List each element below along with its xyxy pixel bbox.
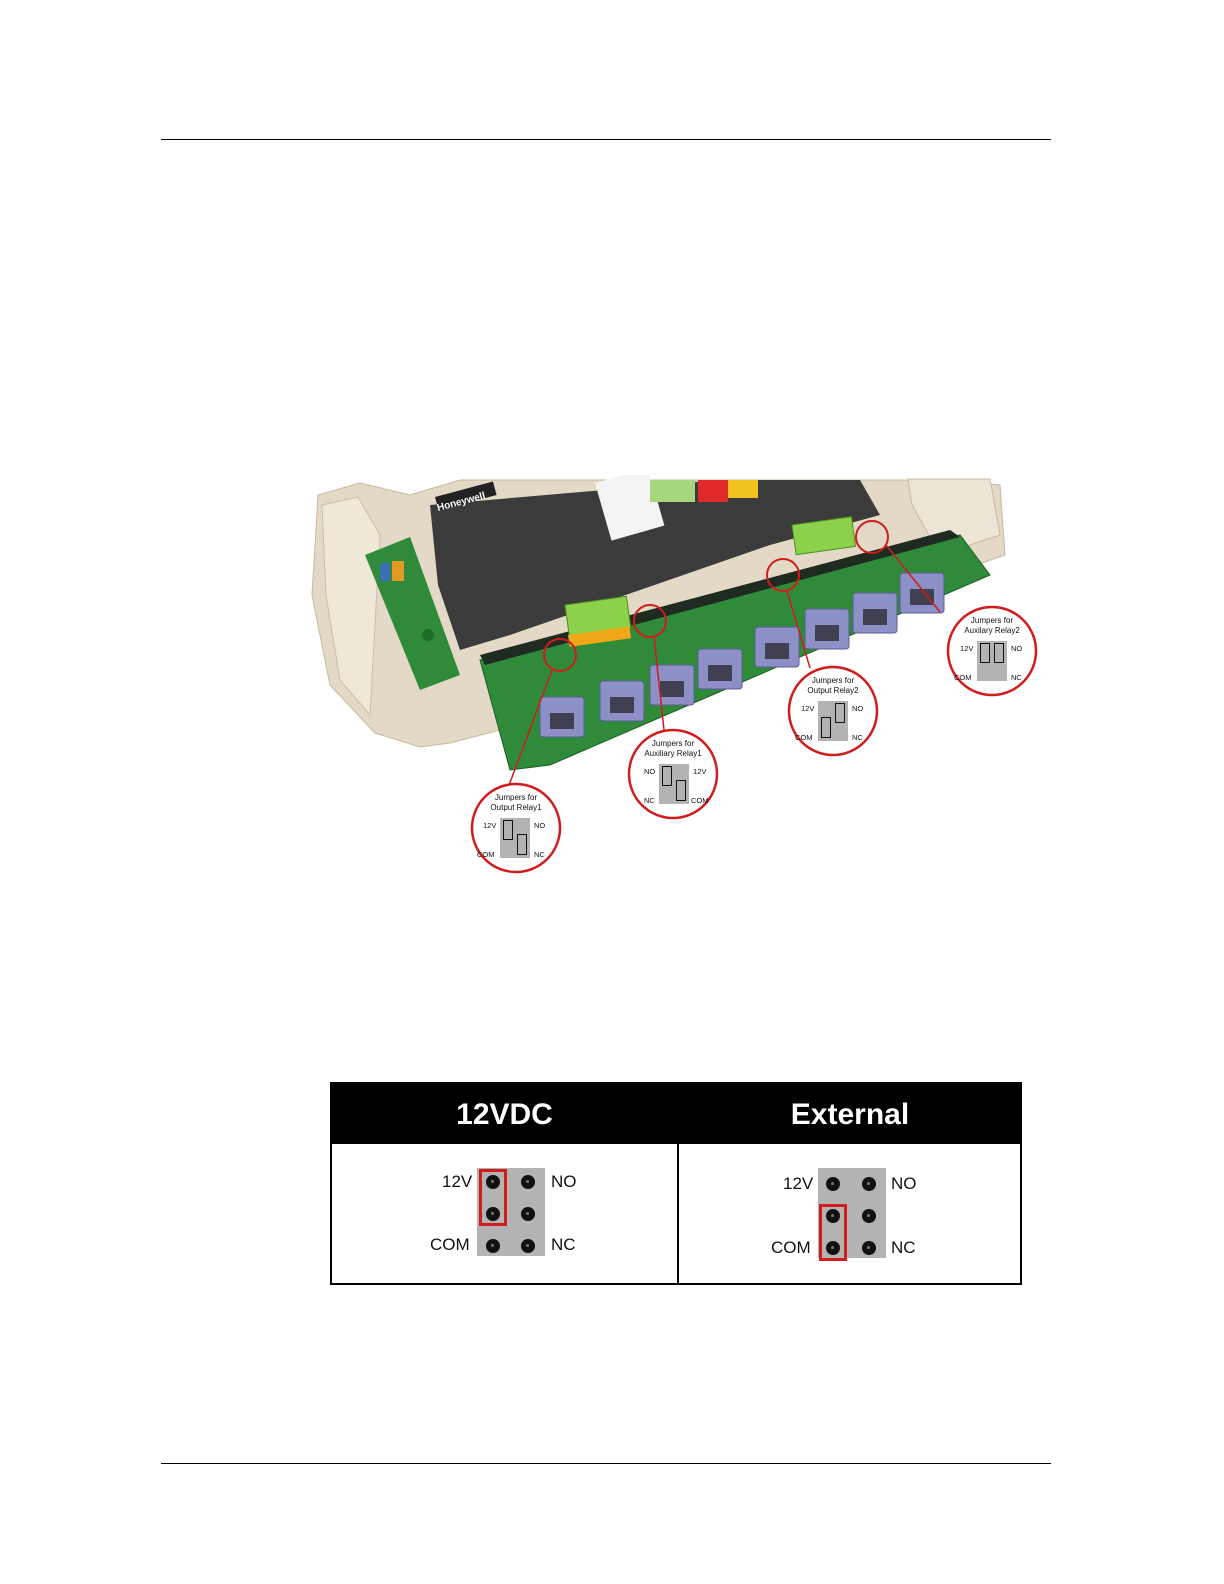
- label-nc: NC: [551, 1235, 576, 1255]
- callout-title-line2: Output Relay2: [787, 686, 879, 696]
- mini-jumper-cap: [980, 643, 990, 663]
- callout-title-line1: Jumpers for: [787, 676, 879, 686]
- callout-label-no: NO: [1011, 644, 1022, 653]
- callout-auxiliary-relay1: Jumpers for Auxiliary Relay1 NO 12V NC C…: [627, 728, 719, 820]
- pin-no: [521, 1175, 535, 1189]
- label-com: COM: [430, 1235, 470, 1255]
- callout-label-com: COM: [691, 796, 709, 805]
- pin-com: [486, 1239, 500, 1253]
- pin-nc: [862, 1241, 876, 1255]
- jumper-cap-highlight: [819, 1204, 847, 1261]
- column-header-12vdc: 12VDC: [332, 1084, 677, 1144]
- label-no: NO: [551, 1172, 577, 1192]
- callout-title-line1: Jumpers for: [470, 793, 562, 803]
- label-12v: 12V: [783, 1174, 813, 1194]
- callout-label-12v: 12V: [693, 767, 706, 776]
- callout-output-relay1: Jumpers for Output Relay1 12V NO COM NC: [470, 782, 562, 874]
- controller-board-figure: Honeywell: [300, 475, 1060, 885]
- callout-label-nc: NC: [852, 733, 863, 742]
- callout-title-line2: Output Relay1: [470, 803, 562, 813]
- callout-label-12v: 12V: [483, 821, 496, 830]
- callout-label-com: COM: [954, 673, 972, 682]
- mini-jumper-cap: [835, 703, 845, 723]
- callout-label-com: COM: [795, 733, 813, 742]
- callout-label-nc: NC: [644, 796, 655, 805]
- jumper-settings-table: 12VDC External 12V NO COM NC 12V NO COM …: [330, 1082, 1022, 1285]
- footer-rule: [161, 1463, 1051, 1464]
- mini-jumper-cap: [517, 834, 527, 855]
- callout-label-no: NO: [534, 821, 545, 830]
- mini-jumper-cap: [662, 766, 672, 786]
- callout-title-line1: Jumpers for: [946, 616, 1038, 626]
- column-header-external: External: [678, 1084, 1022, 1144]
- callout-label-com: COM: [477, 850, 495, 859]
- pin-middle-right: [862, 1209, 876, 1223]
- label-nc: NC: [891, 1238, 916, 1258]
- cell-external-diagram: 12V NO COM NC: [679, 1144, 1022, 1283]
- pin-no: [862, 1177, 876, 1191]
- callout-label-nc: NC: [534, 850, 545, 859]
- callout-label-no: NO: [852, 704, 863, 713]
- label-com: COM: [771, 1238, 811, 1258]
- mini-jumper-cap: [994, 643, 1004, 663]
- callout-auxiliary-relay2: Jumpers for Auxilary Relay2 12V NO COM N…: [946, 605, 1038, 697]
- jumper-cap-highlight: [479, 1169, 507, 1226]
- callout-output-relay2: Jumpers for Output Relay2 12V NO COM NC: [787, 665, 879, 757]
- pin-12v: [826, 1177, 840, 1191]
- callout-label-12v: 12V: [960, 644, 973, 653]
- label-12v: 12V: [442, 1172, 472, 1192]
- pin-middle-right: [521, 1207, 535, 1221]
- callout-title-line2: Auxilary Relay2: [946, 626, 1038, 636]
- label-no: NO: [891, 1174, 917, 1194]
- mini-jumper-cap: [821, 717, 831, 738]
- header-rule: [161, 139, 1051, 140]
- mini-jumper-cap: [676, 780, 686, 801]
- callout-title-line2: Auxiliary Relay1: [627, 749, 719, 759]
- callout-label-12v: 12V: [801, 704, 814, 713]
- mini-jumper-cap: [503, 820, 513, 840]
- pin-nc: [521, 1239, 535, 1253]
- callout-title-line1: Jumpers for: [627, 739, 719, 749]
- cell-12vdc-diagram: 12V NO COM NC: [332, 1144, 677, 1283]
- callout-label-nc: NC: [1011, 673, 1022, 682]
- callout-label-no: NO: [644, 767, 655, 776]
